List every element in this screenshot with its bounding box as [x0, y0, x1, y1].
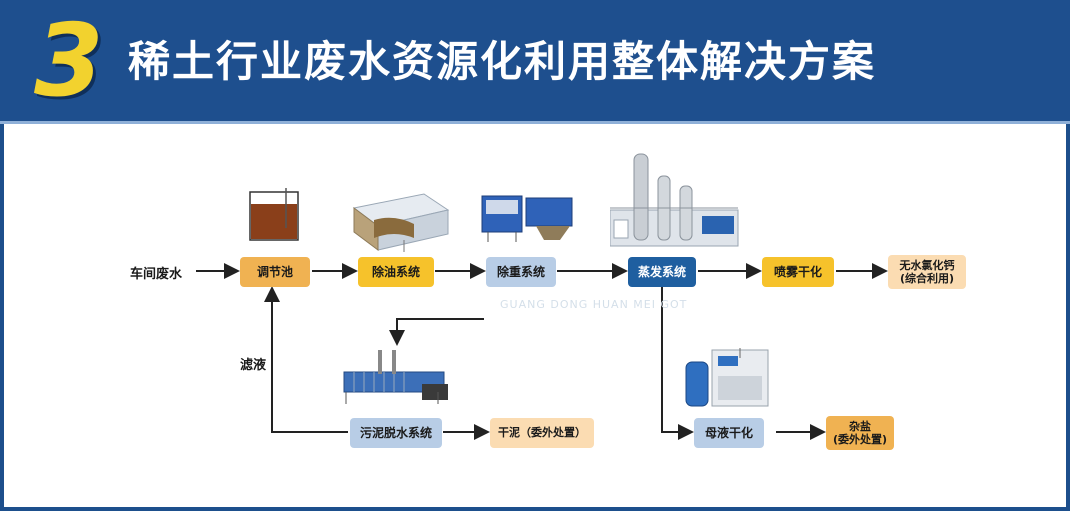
- input-label: 车间废水: [130, 267, 183, 282]
- product-name: 无水氯化钙: [899, 259, 955, 272]
- node-heavy-metal-removal: 除重系统: [486, 257, 556, 287]
- node-anhydrous-calcium-chloride: 无水氯化钙 (综合利用): [888, 255, 966, 289]
- arrow-heavy-to-sludge: [389, 318, 484, 346]
- mixed-salt-note: (委外处置): [832, 433, 888, 446]
- evaporation-system-image: [610, 153, 739, 247]
- node-dry-sludge: 干泥（委外处置）: [490, 418, 594, 448]
- heavy-metal-removal-equipment-image: [481, 195, 573, 242]
- header-banner: 3 稀土行业废水资源化利用整体解决方案: [0, 0, 1070, 124]
- filtrate-label: 滤液: [240, 358, 267, 373]
- oil-removal-equipment-image: [352, 193, 450, 252]
- node-oil-removal: 除油系统: [358, 257, 434, 287]
- watermark: GUANG DONG HUAN MEI GOT: [500, 298, 688, 311]
- node-evaporation: 蒸发系统: [628, 257, 696, 287]
- arrow-filtrate-return: [264, 286, 348, 433]
- mother-liquor-dryer-image: [685, 348, 769, 407]
- bottom-border: [0, 507, 1070, 511]
- section-number: 3: [34, 2, 104, 119]
- arrow-evap-to-mother: [661, 287, 694, 440]
- regulating-tank-image: [249, 188, 299, 241]
- node-sludge-dewatering: 污泥脱水系统: [350, 418, 442, 448]
- node-spray-drying: 喷雾干化: [762, 257, 834, 287]
- node-mother-liquor-drying: 母液干化: [694, 418, 764, 448]
- product-note: (综合利用): [899, 272, 955, 285]
- node-regulating-tank: 调节池: [240, 257, 310, 287]
- mixed-salt-name: 杂盐: [849, 420, 871, 433]
- filter-press-image: [343, 350, 448, 404]
- page-title: 稀土行业废水资源化利用整体解决方案: [128, 37, 877, 86]
- node-mixed-salt: 杂盐 (委外处置): [826, 416, 894, 450]
